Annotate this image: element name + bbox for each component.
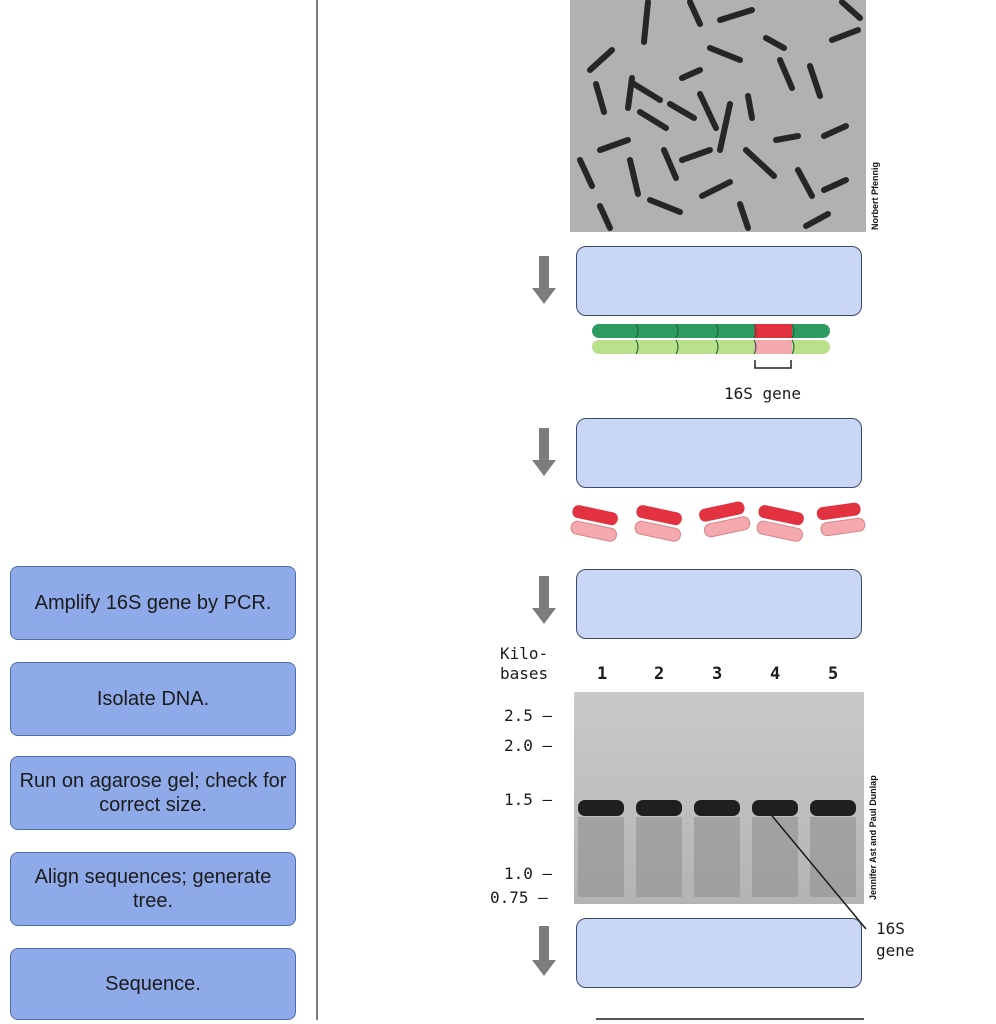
band-label-line2: gene xyxy=(876,940,915,962)
size-marker-label: 1.5 — xyxy=(504,790,552,809)
bacteria-micrograph xyxy=(570,0,866,232)
panel-divider xyxy=(316,0,318,1020)
drop-zone-step-2[interactable] xyxy=(576,418,862,488)
band-leader-line xyxy=(760,805,880,935)
lane-label: 1 xyxy=(597,664,607,684)
marker-value: 0.75 xyxy=(490,888,529,907)
option-align-sequences[interactable]: Align sequences; generate tree. xyxy=(10,852,296,926)
option-label: Isolate DNA. xyxy=(97,687,209,711)
option-sequence[interactable]: Sequence. xyxy=(10,948,296,1020)
lane-label: 3 xyxy=(712,664,722,684)
lane-label: 5 xyxy=(828,664,838,684)
lane-label: 2 xyxy=(654,664,664,684)
gel-axis-label-line2: bases xyxy=(500,664,548,684)
gel-axis-label-line1: Kilo- xyxy=(500,644,548,664)
option-label: Run on agarose gel; check for correct si… xyxy=(19,769,287,817)
option-run-gel[interactable]: Run on agarose gel; check for correct si… xyxy=(10,756,296,830)
amplified-gene-copies xyxy=(566,498,866,548)
size-marker-label: 1.0 — xyxy=(504,864,552,883)
drop-zone-step-3[interactable] xyxy=(576,569,862,639)
arrow-down-icon xyxy=(532,428,556,478)
gene-label: 16S gene xyxy=(724,384,801,403)
option-label: Sequence. xyxy=(105,972,201,996)
drop-zone-step-4[interactable] xyxy=(576,918,862,988)
band-label: 16S gene xyxy=(876,918,915,962)
size-marker-label: 2.5 — xyxy=(504,706,552,725)
band-label-line1: 16S xyxy=(876,918,915,940)
arrow-down-icon xyxy=(532,926,556,978)
marker-value: 2.0 xyxy=(504,736,533,755)
next-step-divider xyxy=(596,1018,864,1020)
drop-zone-step-1[interactable] xyxy=(576,246,862,316)
size-marker-label: 2.0 — xyxy=(504,736,552,755)
arrow-down-icon xyxy=(532,256,556,306)
marker-value: 2.5 xyxy=(504,706,533,725)
marker-value: 1.0 xyxy=(504,864,533,883)
arrow-down-icon xyxy=(532,576,556,626)
option-isolate-dna[interactable]: Isolate DNA. xyxy=(10,662,296,736)
gel-axis-label: Kilo- bases xyxy=(500,644,548,684)
lane-label: 4 xyxy=(770,664,780,684)
marker-value: 1.5 xyxy=(504,790,533,809)
size-marker-label: 0.75 — xyxy=(490,888,548,907)
option-label: Align sequences; generate tree. xyxy=(19,865,287,913)
option-label: Amplify 16S gene by PCR. xyxy=(35,591,272,615)
photo-credit-micrograph: Norbert Pfennig xyxy=(870,162,880,230)
option-amplify-16s[interactable]: Amplify 16S gene by PCR. xyxy=(10,566,296,640)
